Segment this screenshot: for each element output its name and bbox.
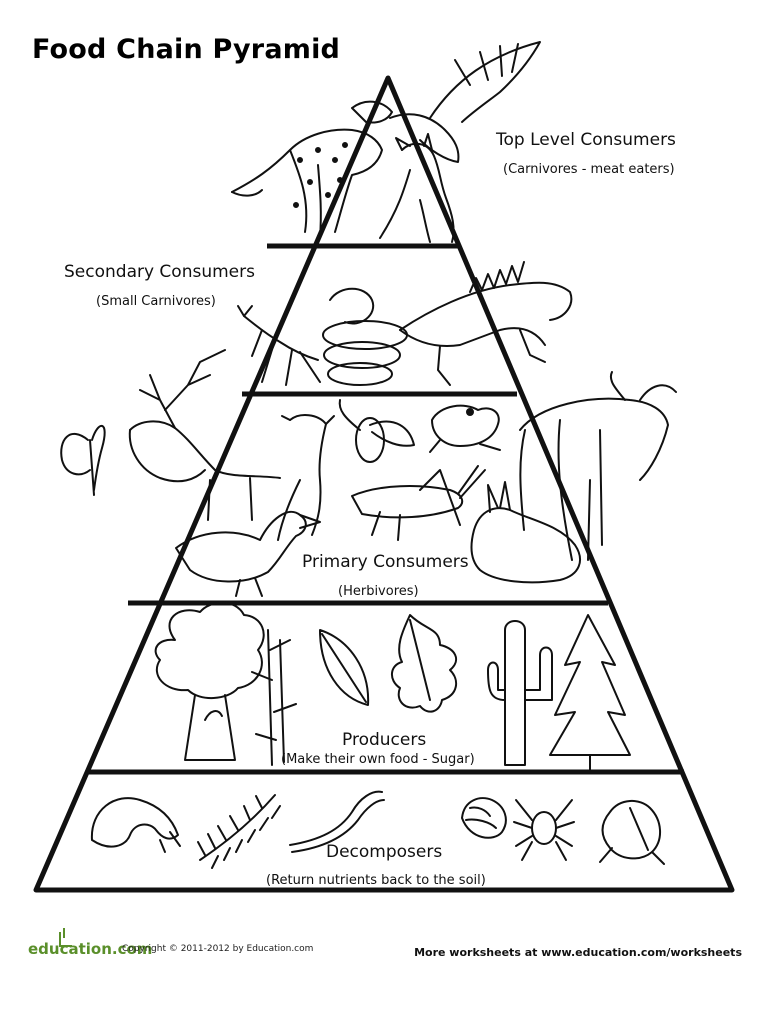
spider-icon [513,799,575,861]
level-secondary-name: Secondary Consumers [64,262,255,282]
cicada-icon [599,800,665,865]
education-logo: education.com [28,940,153,958]
pyramid-triangle [33,75,735,893]
cactus-icon [487,620,553,766]
level-top-desc: (Carnivores - meat eaters) [503,162,675,177]
primary-illustrations [60,349,677,597]
level-producers-name: Producers [342,730,427,750]
oak-leaf-icon [391,614,458,713]
praying-mantis-icon [237,305,321,386]
level-primary-name: Primary Consumers [302,552,469,572]
secondary-illustrations [237,261,573,386]
level-secondary-desc: (Small Carnivores) [96,294,216,309]
duck-icon [175,510,321,597]
larva-icon [461,797,507,839]
level-producers-desc: (Make their own food - Sugar) [281,752,475,767]
tree-icon [154,601,265,761]
elk-icon [128,349,281,521]
eagle-icon [351,41,541,163]
education-logo-mark [59,928,72,947]
wildebeest-icon [519,371,677,561]
decomposer-illustrations [90,790,665,869]
centipede-icon [197,794,281,869]
bamboo-icon [251,629,297,766]
rabbit-icon [470,481,581,584]
pine-tree-icon [549,614,631,771]
frog-icon [429,404,501,453]
leaf-icon [319,629,370,706]
snake-icon [322,287,408,386]
grub-icon [90,797,181,853]
producer-illustrations [154,601,631,771]
level-top-name: Top Level Consumers [496,130,676,150]
deer-icon [277,414,335,541]
fly-icon [338,399,415,463]
butterfly-icon [60,425,106,496]
worm-icon [289,790,385,853]
more-worksheets-link[interactable]: More worksheets at www.education.com/wor… [414,946,742,959]
top-level-illustrations [231,41,541,243]
page-title: Food Chain Pyramid [32,34,341,65]
copyright-text: Copyright © 2011-2012 by Education.com [122,944,314,954]
level-decomposers-desc: (Return nutrients back to the soil) [266,873,486,888]
wolf-icon [379,133,455,243]
level-primary-desc: (Herbivores) [338,584,419,599]
grasshopper-icon [351,465,486,541]
pyramid-outline [33,75,735,893]
iguana-icon [399,261,573,386]
cheetah-icon [231,128,383,239]
level-decomposers-name: Decomposers [326,842,443,862]
